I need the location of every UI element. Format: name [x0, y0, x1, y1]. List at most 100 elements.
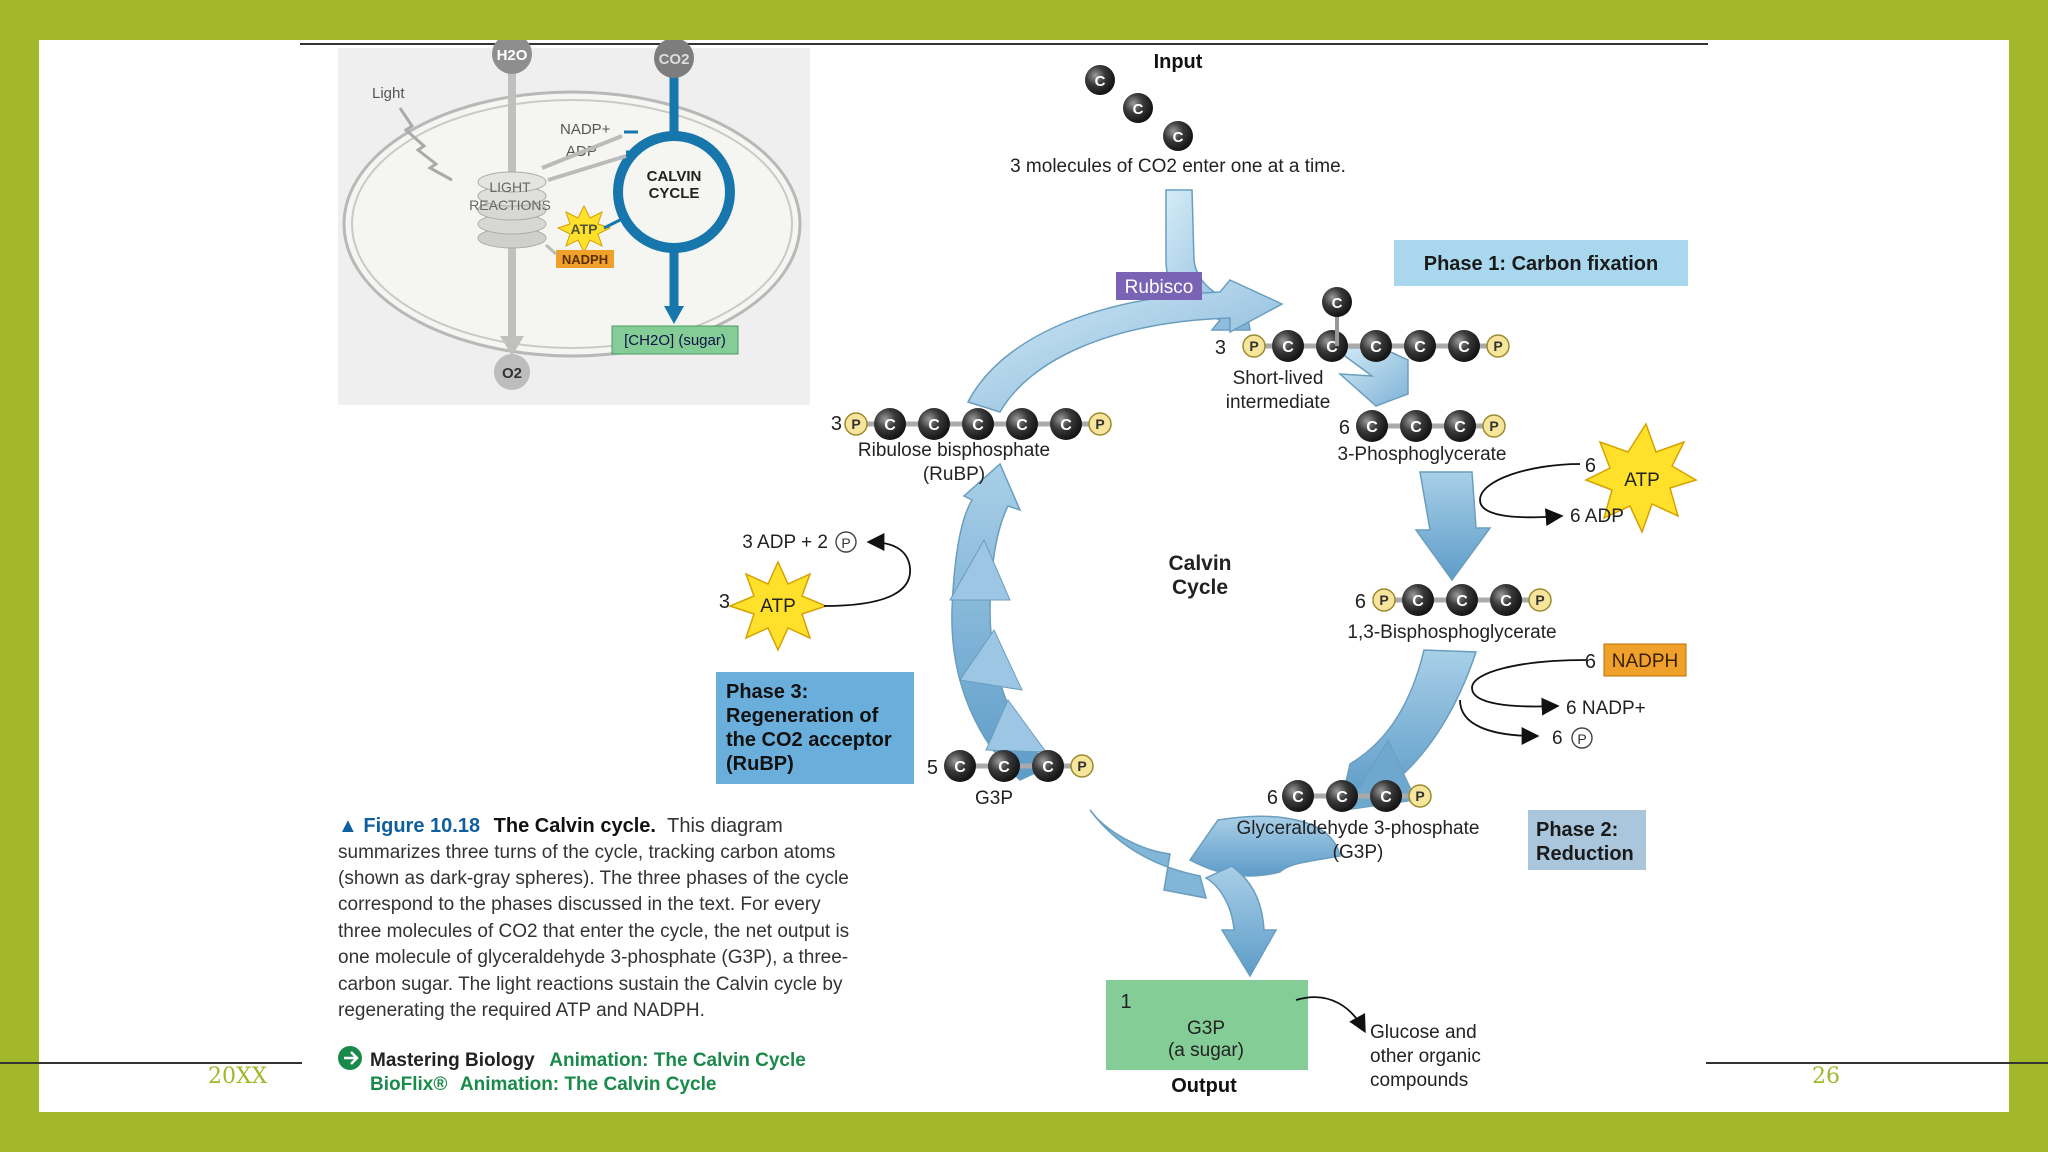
bpg-carbon-3	[1490, 584, 1522, 616]
g3p-phosphate-3	[1408, 784, 1432, 808]
pga-count: 6	[1339, 417, 1350, 439]
rubp-carbon-label-1: C	[884, 417, 896, 434]
intermediate-carbon-label-3: C	[1370, 339, 1382, 356]
rubp-count: 3	[831, 413, 842, 435]
g3p5-carbon-label-2: C	[1042, 759, 1054, 776]
calvin-inset-label-1: CALVIN	[647, 168, 702, 185]
bpg-carbon-label-3: C	[1500, 593, 1512, 610]
pi-out-symbol	[1571, 727, 1593, 749]
input-caption: 3 molecules of CO2 enter one at a time.	[1010, 156, 1346, 177]
o2-label: O2	[502, 365, 522, 382]
figure-title: The Calvin cycle.	[494, 815, 656, 837]
chloroplast-inset: H2O O2 Light LIGHT REACTIONS CO2 CALVIN …	[338, 40, 810, 405]
bioflix-line: BioFlix® Animation: The Calvin Cycle	[370, 1074, 716, 1095]
intermediate-phosphate-label-6: P	[1493, 338, 1502, 354]
glucose-label-2: other organic	[1370, 1046, 1481, 1067]
atp-in-count: 6	[1585, 455, 1596, 477]
caption-line-4: three molecules of CO2 that enter the cy…	[338, 921, 849, 942]
light-reactions-label-2: REACTIONS	[469, 197, 551, 213]
rubp-carbon-label-5: C	[1060, 417, 1072, 434]
pga-carbon-label-2: C	[1454, 419, 1466, 436]
center-label-2: Cycle	[1172, 576, 1228, 599]
input-carbon-2: C	[1133, 101, 1144, 118]
nadph-badge	[1603, 643, 1687, 677]
phase3-label-2: Regeneration of	[726, 705, 879, 727]
bpg-carbon-label-1: C	[1412, 593, 1424, 610]
phosphorylation-arrow	[1414, 471, 1492, 582]
g3p5-carbon-label-0: C	[954, 759, 966, 776]
intermediate-count: 3	[1215, 337, 1226, 359]
animation-link-2[interactable]: Animation: The Calvin Cycle	[460, 1074, 717, 1095]
footer-rule-left	[0, 1062, 302, 1064]
glucose-label-3: compounds	[1370, 1070, 1468, 1091]
figure-caption: ▲ Figure 10.18 The Calvin cycle. This di…	[338, 815, 849, 1095]
nadph-in-arrow	[1471, 659, 1587, 716]
atp-left-label: ATP	[760, 596, 796, 617]
output-label: Output	[1171, 1075, 1237, 1097]
bpg-carbon-label-2: C	[1456, 593, 1468, 610]
input-carbon-3: C	[1173, 129, 1184, 146]
pi-left-symbol-label: P	[841, 535, 850, 551]
rubp-phosphate-label-0: P	[851, 416, 860, 432]
adp-pi-arrow	[823, 533, 911, 607]
phase1-box	[1394, 240, 1688, 286]
phase2-label-2: Reduction	[1536, 843, 1634, 865]
reduction-arrow	[1341, 649, 1478, 801]
rubisco-label: Rubisco	[1125, 277, 1194, 298]
caption-line-5: one molecule of glyceraldehyde 3-phospha…	[338, 947, 848, 968]
glucose-label-1: Glucose and	[1370, 1022, 1477, 1043]
cycle-arrows	[949, 189, 1492, 978]
rubp-phosphate-0	[844, 412, 868, 436]
glucose-arrow	[1295, 996, 1366, 1034]
nadph-inset-label: NADPH	[562, 252, 608, 267]
caption-heading: ▲ Figure 10.18 The Calvin cycle. This di…	[338, 815, 783, 837]
phase2-label-1: Phase 2:	[1536, 819, 1618, 841]
animation-link-1[interactable]: Animation: The Calvin Cycle	[549, 1050, 806, 1071]
pga-carbon-1	[1400, 410, 1432, 442]
rubp-carbon-3	[962, 408, 994, 440]
rubp-carbon-label-2: C	[928, 417, 940, 434]
nadph-badge-label: NADPH	[1612, 651, 1679, 672]
bpg-carbon-2	[1446, 584, 1478, 616]
g3p5-phosphate-label-3: P	[1077, 758, 1086, 774]
phase3-label-4: (RuBP)	[726, 753, 794, 775]
co2-bubble	[654, 40, 694, 78]
g3p-carbon-2	[1370, 780, 1402, 812]
pga-phosphate-label-3: P	[1489, 418, 1498, 434]
intermediate-carbon-1	[1272, 330, 1304, 362]
footer-date: 20XX	[208, 1064, 268, 1089]
g3p-carbon-0	[1282, 780, 1314, 812]
atp-in-arrow	[1479, 463, 1581, 527]
output-name-2: (a sugar)	[1168, 1040, 1244, 1061]
nadp-out-label: 6 NADP+	[1566, 698, 1646, 719]
rubp-carbon-label-3: C	[972, 417, 984, 434]
intermediate-carbon-label-5: C	[1458, 339, 1470, 356]
intermediate-carbon-label-1: C	[1282, 339, 1294, 356]
intermediate-carbon-2	[1316, 330, 1348, 362]
rubp-label-1: Ribulose bisphosphate	[858, 440, 1050, 461]
intermediate-label-2: intermediate	[1226, 392, 1331, 413]
rubp-carbon-5	[1050, 408, 1082, 440]
atp-burst-left	[727, 560, 829, 652]
phase3-label-3: the CO2 acceptor	[726, 729, 892, 751]
nadp-inset-label: NADP+	[560, 121, 611, 138]
footer-rule-right	[1706, 1062, 2048, 1064]
g3p5-count: 5	[927, 757, 938, 779]
g3p5-carbon-2	[1032, 750, 1064, 782]
regeneration-top-arrow	[966, 279, 1284, 413]
phase2-box	[1528, 810, 1646, 870]
rubisco-badge	[1116, 272, 1202, 300]
intermediate-phosphate-6	[1486, 334, 1510, 358]
bpg-phosphate-0	[1372, 588, 1396, 612]
light-label: Light	[372, 85, 405, 102]
output-box	[1106, 980, 1308, 1070]
h2o-label: H2O	[497, 47, 528, 64]
pga-carbon-2	[1444, 410, 1476, 442]
rubp-carbon-1	[874, 408, 906, 440]
g3p-label-2: (G3P)	[1333, 842, 1384, 863]
